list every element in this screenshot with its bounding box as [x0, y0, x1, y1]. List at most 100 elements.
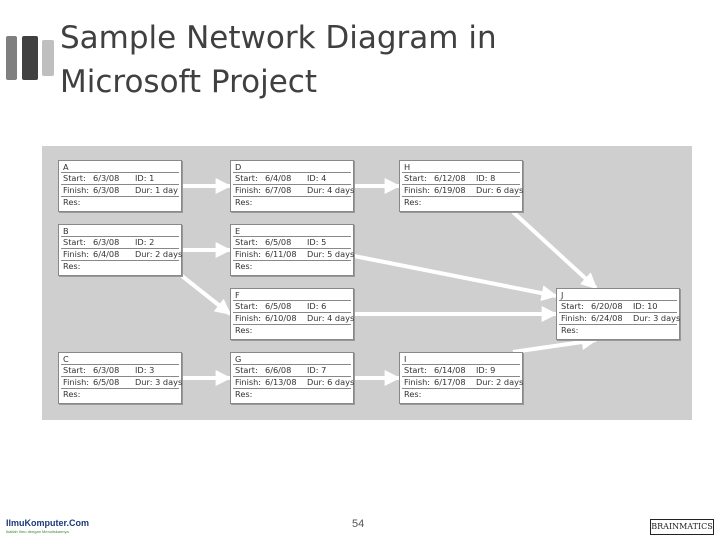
- start-value: 6/12/08: [434, 173, 466, 183]
- finish-value: 6/10/08: [265, 313, 297, 323]
- id-label: ID:: [307, 173, 319, 183]
- start-value: 6/5/08: [265, 301, 292, 311]
- id-label: ID:: [307, 365, 319, 375]
- start-value: 6/6/08: [265, 365, 292, 375]
- start-label: Start:: [404, 365, 427, 375]
- id-value: 2: [149, 237, 155, 247]
- id-value: 5: [321, 237, 327, 247]
- node-divider: [61, 248, 179, 249]
- start-label: Start:: [63, 173, 86, 183]
- id-label: ID:: [135, 237, 147, 247]
- id-label: ID:: [476, 173, 488, 183]
- id-value: 9: [490, 365, 496, 375]
- finish-label: Finish:: [235, 313, 262, 323]
- dur-value: 1 day: [155, 185, 178, 195]
- task-name: C: [63, 354, 69, 364]
- id-value: 7: [321, 365, 327, 375]
- finish-label: Finish:: [63, 249, 90, 259]
- finish-label: Finish:: [235, 185, 262, 195]
- node-divider: [402, 184, 520, 185]
- start-label: Start:: [235, 301, 258, 311]
- start-label: Start:: [404, 173, 427, 183]
- finish-label: Finish:: [235, 249, 262, 259]
- node-divider: [233, 324, 351, 325]
- task-name: G: [235, 354, 242, 364]
- start-label: Start:: [235, 237, 258, 247]
- start-value: 6/20/08: [591, 301, 623, 311]
- arrow-b-f: [180, 274, 232, 316]
- dur-value: 4 days: [327, 313, 355, 323]
- id-value: 8: [490, 173, 496, 183]
- dur-value: 2 days: [155, 249, 183, 259]
- res-label: Res:: [235, 261, 253, 271]
- node-divider: [559, 324, 677, 325]
- slide-title-line1: Sample Network Diagram in: [60, 20, 497, 56]
- dur-value: 2 days: [496, 377, 524, 387]
- slide-title: Sample Network Diagram in Microsoft Proj…: [60, 16, 700, 104]
- node-divider: [61, 260, 179, 261]
- finish-label: Finish:: [235, 377, 262, 387]
- task-res-row: Res:: [404, 197, 421, 207]
- id-label: ID:: [135, 173, 147, 183]
- dur-label: Dur:: [135, 377, 153, 387]
- start-label: Start:: [235, 365, 258, 375]
- task-res-row: Res:: [63, 261, 80, 271]
- node-divider: [402, 376, 520, 377]
- res-label: Res:: [404, 197, 422, 207]
- id-label: ID:: [633, 301, 645, 311]
- node-divider: [233, 312, 351, 313]
- res-label: Res:: [235, 389, 253, 399]
- node-divider: [402, 388, 520, 389]
- node-divider: [61, 236, 179, 237]
- slide-title-line2: Microsoft Project: [60, 64, 317, 100]
- res-label: Res:: [561, 325, 579, 335]
- title-accent-bar: [6, 36, 17, 80]
- dur-value: 4 days: [327, 185, 355, 195]
- dur-label: Dur:: [307, 185, 325, 195]
- finish-label: Finish:: [63, 377, 90, 387]
- start-value: 6/3/08: [93, 365, 120, 375]
- res-label: Res:: [63, 261, 81, 271]
- node-divider: [61, 184, 179, 185]
- dur-label: Dur:: [476, 185, 494, 195]
- node-divider: [233, 260, 351, 261]
- node-divider: [61, 376, 179, 377]
- res-label: Res:: [63, 389, 81, 399]
- task-res-row: Res:: [235, 197, 252, 207]
- task-name: B: [63, 226, 69, 236]
- id-value: 3: [149, 365, 155, 375]
- id-label: ID:: [135, 365, 147, 375]
- dur-value: 3 days: [155, 377, 183, 387]
- finish-label: Finish:: [404, 185, 431, 195]
- task-start-row: Start: 6/3/08 ID: 1: [63, 173, 154, 183]
- task-res-row: Res:: [235, 389, 252, 399]
- dur-label: Dur:: [476, 377, 494, 387]
- id-value: 1: [149, 173, 155, 183]
- task-name: E: [235, 226, 241, 236]
- node-divider: [233, 236, 351, 237]
- res-label: Res:: [235, 197, 253, 207]
- arrow-h-j: [511, 210, 598, 290]
- start-value: 6/3/08: [93, 173, 120, 183]
- start-value: 6/14/08: [434, 365, 466, 375]
- node-divider: [402, 172, 520, 173]
- res-label: Res:: [235, 325, 253, 335]
- node-divider: [61, 364, 179, 365]
